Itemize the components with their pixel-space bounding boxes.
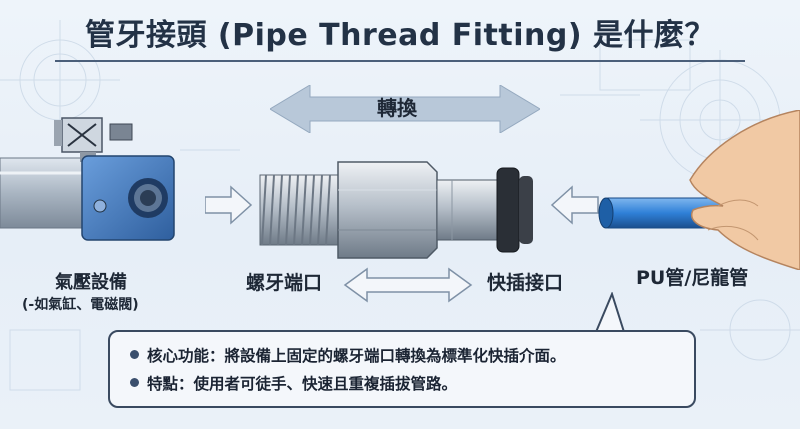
quick-port-label: 快插接口 [487,272,564,294]
note-pointer [594,292,626,334]
convert-arrow-icon [270,85,540,133]
note-item: 特點：使用者可徒手、快速且重複插拔管路。 [130,372,457,394]
note-text: 特點：使用者可徒手、快速且重複插拔管路。 [147,375,458,393]
device-sublabel: (-如氣缸、電磁閥) [22,297,139,313]
hand-illustration [598,110,800,270]
note-item: 核心功能：將設備上固定的螺牙端口轉換為標準化快插介面。 [130,344,566,366]
title-divider [55,60,745,62]
device-label: 氣壓設備 [55,272,127,293]
arrow-right-icon [205,185,253,225]
thread-port-label: 螺牙端口 [246,272,323,294]
page-title: 管牙接頭 (Pipe Thread Fitting) 是什麼？ [84,18,716,53]
tube-label: PU管/尼龍管 [636,267,749,289]
convert-label: 轉換 [377,96,417,120]
fitting-illustration [259,161,533,259]
note-text: 核心功能：將設備上固定的螺牙端口轉換為標準化快插介面。 [147,347,566,365]
arrow-left-icon [550,185,599,225]
cylinder-illustration [0,117,175,241]
bullet-icon [130,378,139,387]
double-arrow-icon [343,267,473,303]
bullet-icon [130,350,139,359]
info-note: 核心功能：將設備上固定的螺牙端口轉換為標準化快插介面。 特點：使用者可徒手、快速… [108,330,696,408]
